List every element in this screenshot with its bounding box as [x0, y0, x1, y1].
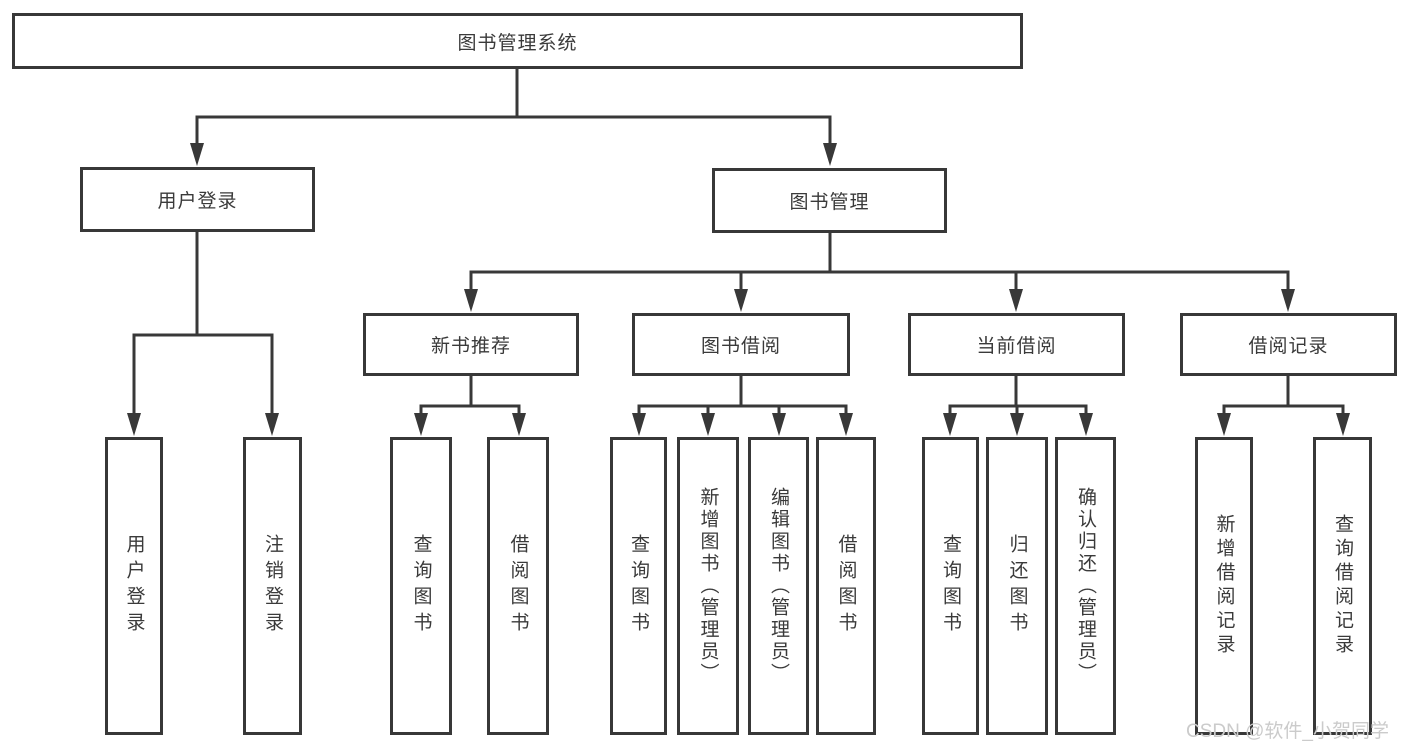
leaf-borrow-books: 借阅图书 — [816, 437, 876, 735]
leaf-borrow-books-label: 借阅图书 — [835, 534, 857, 638]
node-book-borrow-label: 图书借阅 — [700, 336, 781, 357]
leaf-recommend-borrow-books: 借阅图书 — [487, 437, 549, 735]
node-book-management-label: 图书管理 — [789, 192, 870, 213]
node-user-login: 用户登录 — [80, 167, 315, 232]
node-root: 图书管理系统 — [12, 13, 1023, 69]
leaf-return-books-label: 归还图书 — [1006, 534, 1028, 638]
leaf-return-books: 归还图书 — [986, 437, 1048, 735]
node-current-borrow-label: 当前借阅 — [976, 336, 1057, 357]
leaf-edit-book-admin: 编辑图书（管理员） — [748, 437, 809, 735]
leaf-current-query-books-label: 查询图书 — [940, 534, 961, 638]
leaf-current-query-books: 查询图书 — [922, 437, 979, 735]
leaf-recommend-query-books-label: 查询图书 — [410, 534, 432, 638]
leaf-user-login: 用户登录 — [105, 437, 163, 735]
node-book-borrow: 图书借阅 — [632, 313, 850, 376]
node-book-management: 图书管理 — [712, 168, 947, 233]
leaf-query-borrow-record-label: 查询借阅记录 — [1332, 514, 1353, 658]
node-current-borrow: 当前借阅 — [908, 313, 1125, 376]
node-user-login-label: 用户登录 — [157, 191, 238, 212]
watermark-text: CSDN @软件_小贺同学 — [1186, 721, 1389, 742]
leaf-borrow-query-books-label: 查询图书 — [628, 534, 649, 638]
leaf-borrow-query-books: 查询图书 — [610, 437, 667, 735]
leaf-confirm-return-admin-label: 确认归还（管理员） — [1075, 487, 1096, 685]
leaf-query-borrow-record: 查询借阅记录 — [1313, 437, 1372, 735]
leaf-add-borrow-record: 新增借阅记录 — [1195, 437, 1253, 735]
node-new-book-recommend-label: 新书推荐 — [430, 336, 511, 357]
leaf-recommend-borrow-books-label: 借阅图书 — [507, 534, 529, 638]
leaf-add-book-admin-label: 新增图书（管理员） — [697, 487, 719, 685]
leaf-user-login-label: 用户登录 — [123, 534, 145, 638]
leaf-recommend-query-books: 查询图书 — [390, 437, 452, 735]
node-borrow-record-label: 借阅记录 — [1248, 336, 1329, 357]
leaf-logout: 注销登录 — [243, 437, 302, 735]
leaf-logout-label: 注销登录 — [262, 534, 283, 638]
node-new-book-recommend: 新书推荐 — [363, 313, 579, 376]
leaf-edit-book-admin-label: 编辑图书（管理员） — [768, 487, 789, 685]
leaf-add-book-admin: 新增图书（管理员） — [677, 437, 739, 735]
node-borrow-record: 借阅记录 — [1180, 313, 1397, 376]
leaf-add-borrow-record-label: 新增借阅记录 — [1213, 514, 1235, 658]
leaf-confirm-return-admin: 确认归还（管理员） — [1055, 437, 1116, 735]
node-root-label: 图书管理系统 — [457, 32, 578, 54]
